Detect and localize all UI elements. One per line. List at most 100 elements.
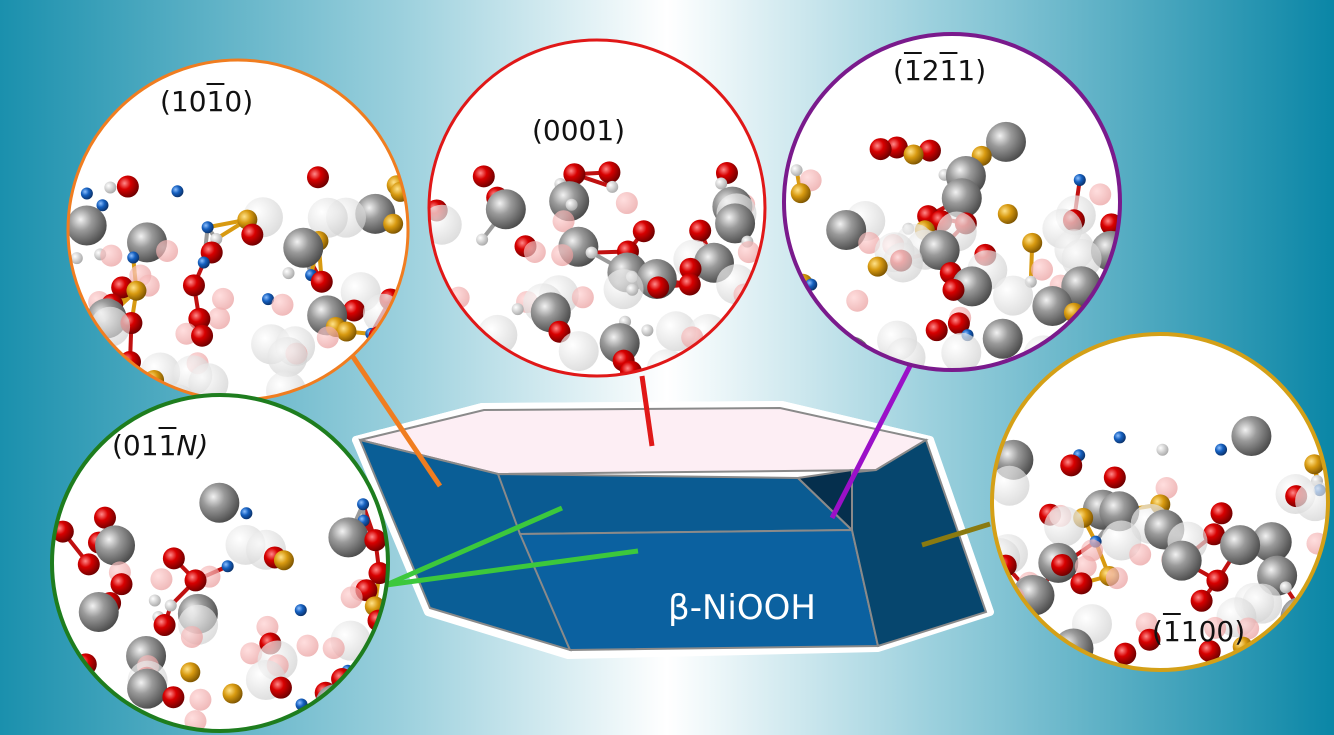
nickel-atom-icon: [1231, 416, 1272, 457]
oxygen-atom-icon: [679, 257, 702, 280]
facet-label-part: 1: [903, 54, 922, 87]
nickel-atom-icon: [919, 230, 960, 271]
gold-atom-icon: [1304, 454, 1325, 475]
oxygen-atom-icon: [191, 324, 214, 347]
oxygen-atom-icon: [116, 175, 139, 198]
facet-label-part: 1: [158, 429, 177, 462]
oxygen-atom-icon: [162, 686, 185, 709]
facet-label-part: 1: [939, 54, 958, 87]
oxygen-atom-icon: [1051, 553, 1074, 576]
oxygen-atom-icon: [296, 634, 319, 657]
gold-atom-icon: [180, 662, 201, 683]
gold-atom-icon: [383, 213, 404, 234]
facet-label-part: 1: [206, 85, 225, 118]
facet-label-part: 2: [921, 54, 940, 87]
oxygen-atom-icon: [240, 642, 263, 665]
oxygen-atom-icon: [552, 210, 575, 233]
oxygen-atom-icon: [918, 139, 941, 162]
oxygen-atom-icon: [150, 568, 173, 591]
oxygen-atom-icon: [340, 586, 363, 609]
oxygen-atom-icon: [1198, 640, 1221, 663]
nickel-atom-icon: [992, 465, 1030, 506]
hydrogen-atom-icon: [476, 233, 489, 246]
oxygen-atom-icon: [571, 286, 594, 309]
oxygen-atom-icon: [188, 307, 211, 330]
oxygen-atom-icon: [869, 138, 892, 161]
oxygen-atom-icon: [1206, 569, 1229, 592]
facet-label-1100: (1100): [1152, 618, 1245, 646]
oxygen-atom-icon: [184, 569, 207, 592]
hydrogen-atom-icon: [282, 267, 295, 280]
oxygen-atom-icon: [1060, 454, 1083, 477]
oxygen-atom-icon: [77, 553, 100, 576]
hydrogen-atom-icon: [565, 198, 578, 211]
nickel-atom-icon: [715, 203, 756, 244]
nickel-atom-icon: [78, 591, 119, 632]
nickel-atom-icon: [558, 331, 599, 372]
facet-label-part: (0001): [532, 114, 626, 147]
oxygen-atom-icon: [472, 165, 495, 188]
hydrogen-atom-icon: [641, 324, 654, 337]
oxygen-atom-icon: [306, 166, 329, 189]
nitrogen-atom-icon: [294, 604, 307, 617]
oxygen-atom-icon: [1074, 555, 1097, 578]
gold-atom-icon: [997, 203, 1018, 224]
crystal-label: β-NiOOH: [668, 588, 816, 628]
nickel-atom-icon: [603, 269, 644, 310]
gold-atom-icon: [790, 183, 811, 204]
nickel-atom-icon: [307, 197, 348, 238]
oxygen-atom-icon: [1204, 616, 1227, 639]
hydrogen-atom-icon: [164, 599, 177, 612]
nickel-atom-icon: [199, 482, 240, 523]
oxygen-atom-icon: [182, 274, 205, 297]
oxygen-atom-icon: [1190, 589, 1213, 612]
oxygen-atom-icon: [1237, 617, 1260, 640]
oxygen-atom-icon: [110, 573, 133, 596]
hydrogen-atom-icon: [148, 594, 161, 607]
nickel-atom-icon: [826, 209, 867, 250]
oxygen-atom-icon: [1129, 543, 1152, 566]
nickel-atom-icon: [1099, 491, 1140, 532]
oxygen-atom-icon: [316, 326, 339, 349]
nickel-atom-icon: [1161, 540, 1202, 581]
oxygen-atom-icon: [858, 231, 881, 254]
hydrogen-atom-icon: [70, 252, 83, 265]
nickel-atom-icon: [485, 189, 526, 230]
facet-label-part: 100): [1180, 615, 1246, 648]
nickel-atom-icon: [267, 337, 308, 378]
oxygen-atom-icon: [189, 688, 212, 711]
nitrogen-atom-icon: [80, 187, 93, 200]
connector-1010: [342, 343, 443, 488]
hydrogen-atom-icon: [104, 181, 117, 194]
facet-label-0001: (0001): [532, 117, 625, 145]
crystal-prism: [352, 401, 994, 659]
facet-label-part: (01: [112, 429, 159, 462]
gold-atom-icon: [336, 321, 357, 342]
oxygen-atom-icon: [322, 637, 345, 660]
hydrogen-atom-icon: [585, 246, 598, 259]
oxygen-atom-icon: [162, 547, 185, 570]
oxygen-atom-icon: [689, 219, 712, 242]
facet-label-1010: (1010): [160, 88, 253, 116]
facet-label-1211: (1211): [893, 57, 986, 85]
oxygen-atom-icon: [647, 276, 670, 299]
facet-label-part: (10: [160, 85, 207, 118]
gold-atom-icon: [126, 280, 147, 301]
nitrogen-atom-icon: [262, 293, 275, 306]
oxygen-atom-icon: [523, 241, 546, 264]
oxygen-atom-icon: [271, 293, 294, 316]
oxygen-atom-icon: [737, 241, 760, 264]
nickel-atom-icon: [1220, 525, 1261, 566]
nitrogen-atom-icon: [197, 256, 210, 269]
facet-label-part: 1: [1162, 615, 1181, 648]
oxygen-atom-icon: [310, 270, 333, 293]
nitrogen-atom-icon: [240, 507, 253, 520]
oxygen-atom-icon: [156, 239, 179, 262]
nickel-atom-icon: [982, 318, 1023, 359]
connector-011N-b: [385, 548, 639, 588]
hydrogen-atom-icon: [715, 177, 728, 190]
inset-1100: [990, 332, 1330, 672]
connector-011N-a: [384, 505, 564, 588]
nitrogen-atom-icon: [1215, 443, 1228, 456]
connector-1211: [829, 364, 913, 520]
